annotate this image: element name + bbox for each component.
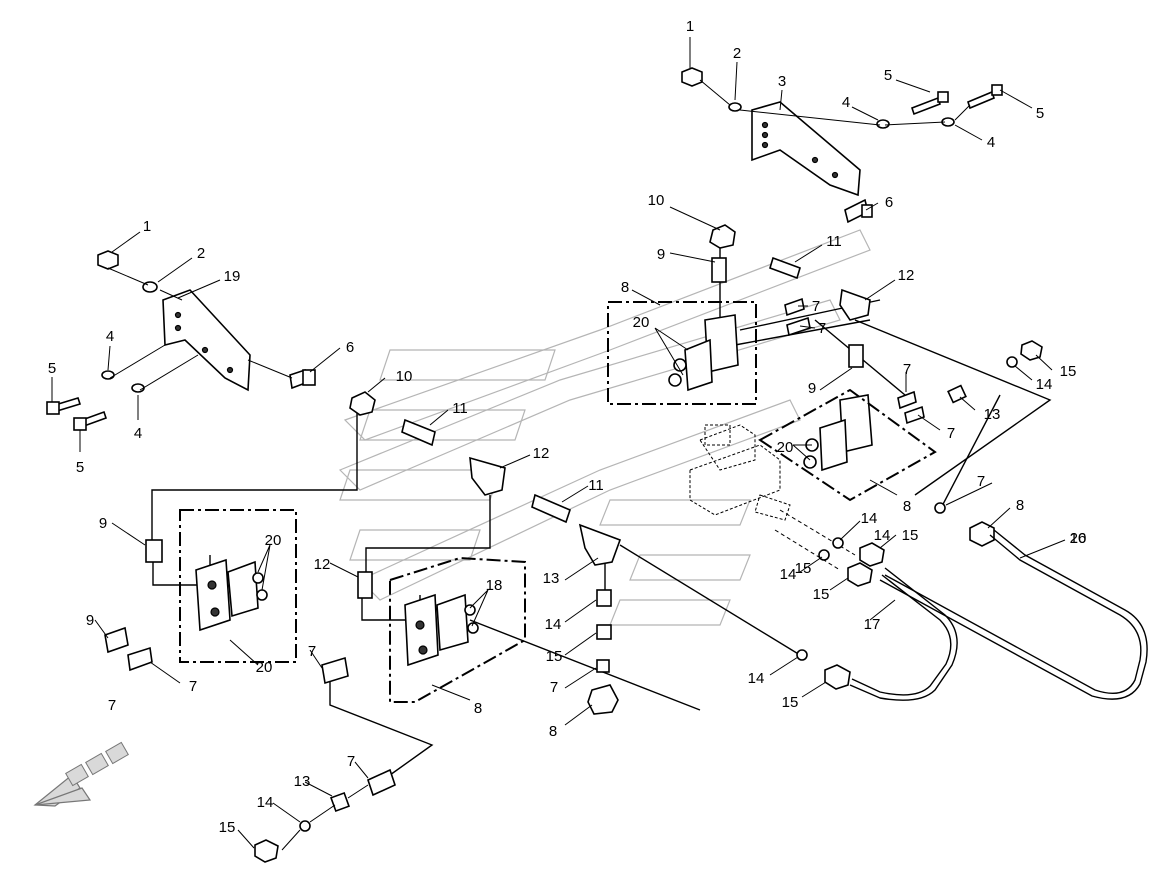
callout-labels: 1 2 3 4 5 5 4 6 1 2 19 4 5 6 4 5 10 11 9… <box>48 18 1087 836</box>
callout-label: 11 <box>452 400 468 417</box>
forward-arrow-icon <box>33 741 129 807</box>
callout-label: 20 <box>256 659 273 676</box>
callout-label: 9 <box>808 380 816 397</box>
callout-label: 20 <box>265 532 282 549</box>
callout-label: 8 <box>474 700 482 717</box>
right-fittings-and-hoses <box>796 340 1148 701</box>
bracket-assembly-left <box>46 250 316 431</box>
callout-label: 7 <box>189 678 197 695</box>
callout-label: 17 <box>864 616 881 633</box>
callout-label: 5 <box>884 67 892 84</box>
valve-group-upper-right <box>607 224 871 405</box>
callout-label: 14 <box>874 527 891 544</box>
callout-label: 7 <box>308 643 316 660</box>
callout-label: 4 <box>134 425 142 442</box>
callout-label: 15 <box>546 648 563 665</box>
callout-label: 1 <box>143 218 151 235</box>
callout-label: 7 <box>812 298 820 315</box>
callout-label: 6 <box>346 339 354 356</box>
callout-label: 8 <box>1016 497 1024 514</box>
callout-label: 3 <box>778 73 786 90</box>
bottom-left-fittings <box>254 768 396 863</box>
callout-label: 1 <box>686 18 694 35</box>
callout-label: 20 <box>777 439 794 456</box>
callout-label: 10 <box>648 192 665 209</box>
callout-label: 15 <box>902 527 919 544</box>
callout-label: 14 <box>545 616 562 633</box>
callout-label: 7 <box>903 361 911 378</box>
callout-label: 20 <box>633 314 650 331</box>
callout-label: 13 <box>294 773 311 790</box>
callout-label: 7 <box>108 697 116 714</box>
callout-label: 8 <box>903 498 911 515</box>
callout-label: 7 <box>818 320 826 337</box>
callout-label: 12 <box>314 556 331 573</box>
callout-label: 2 <box>197 245 205 262</box>
callout-label: 15 <box>219 819 236 836</box>
callout-label: 8 <box>549 723 557 740</box>
callout-label: 4 <box>842 94 850 111</box>
callout-label: 20 <box>1070 530 1087 547</box>
callout-label: 14 <box>780 566 797 583</box>
callout-label: 7 <box>947 425 955 442</box>
callout-label: 16 <box>1070 530 1087 547</box>
valve-chain-center <box>349 391 622 715</box>
callout-label: 4 <box>106 328 114 345</box>
callout-label: 7 <box>977 473 985 490</box>
callout-label: 9 <box>86 612 94 629</box>
callout-label: 4 <box>987 134 995 151</box>
callout-label: 2 <box>733 45 741 62</box>
callout-label: 11 <box>826 233 842 250</box>
callout-label: 15 <box>782 694 799 711</box>
valve-group-middle-right <box>758 388 937 502</box>
callout-label: 13 <box>543 570 560 587</box>
callout-label: 9 <box>99 515 107 532</box>
callout-label: 18 <box>486 577 503 594</box>
callout-label: 12 <box>898 267 915 284</box>
callout-leaders <box>51 37 1066 849</box>
callout-label: 15 <box>1060 363 1077 380</box>
hose-routing-lines <box>151 245 1052 776</box>
callout-label: 5 <box>48 360 56 377</box>
bracket-assembly-top <box>681 67 1003 224</box>
callout-label: 10 <box>396 368 413 385</box>
callout-label: 19 <box>224 268 241 285</box>
callout-label: 14 <box>748 670 765 687</box>
valve-group-center-left <box>321 556 526 703</box>
callout-label: 14 <box>861 510 878 527</box>
ghost-valve-block <box>689 424 856 571</box>
callout-label: 7 <box>550 679 558 696</box>
callout-label: 5 <box>1036 105 1044 122</box>
callout-label: 12 <box>533 445 550 462</box>
callout-label: 6 <box>885 194 893 211</box>
callout-label: 15 <box>795 560 812 577</box>
callout-label: 11 <box>588 477 604 494</box>
callout-label: 14 <box>1036 376 1053 393</box>
callout-label: 15 <box>813 586 830 603</box>
callout-label: 13 <box>984 406 1001 423</box>
callout-label: 8 <box>621 279 629 296</box>
callout-label: 7 <box>347 753 355 770</box>
callout-label: 9 <box>657 246 665 263</box>
callout-label: 14 <box>257 794 274 811</box>
callout-label: 5 <box>76 459 84 476</box>
